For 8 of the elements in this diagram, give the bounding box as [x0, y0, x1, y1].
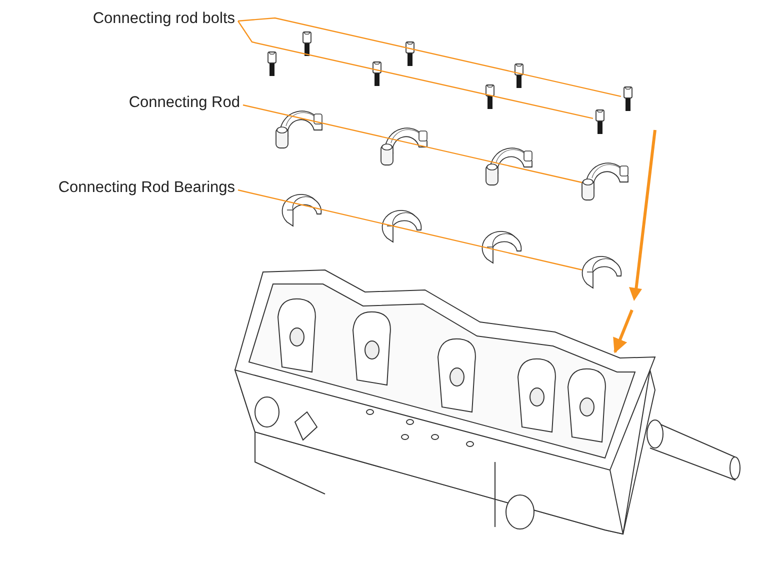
arrow [613, 309, 634, 354]
part-label: Connecting Rod Bearings [30, 179, 235, 197]
leader-line [242, 104, 582, 184]
part-label: Connecting rod bolts [55, 10, 235, 28]
leader-line [238, 20, 594, 120]
leader-line [238, 189, 582, 270]
leader-line [238, 17, 622, 97]
part-label: Connecting Rod [110, 94, 240, 112]
